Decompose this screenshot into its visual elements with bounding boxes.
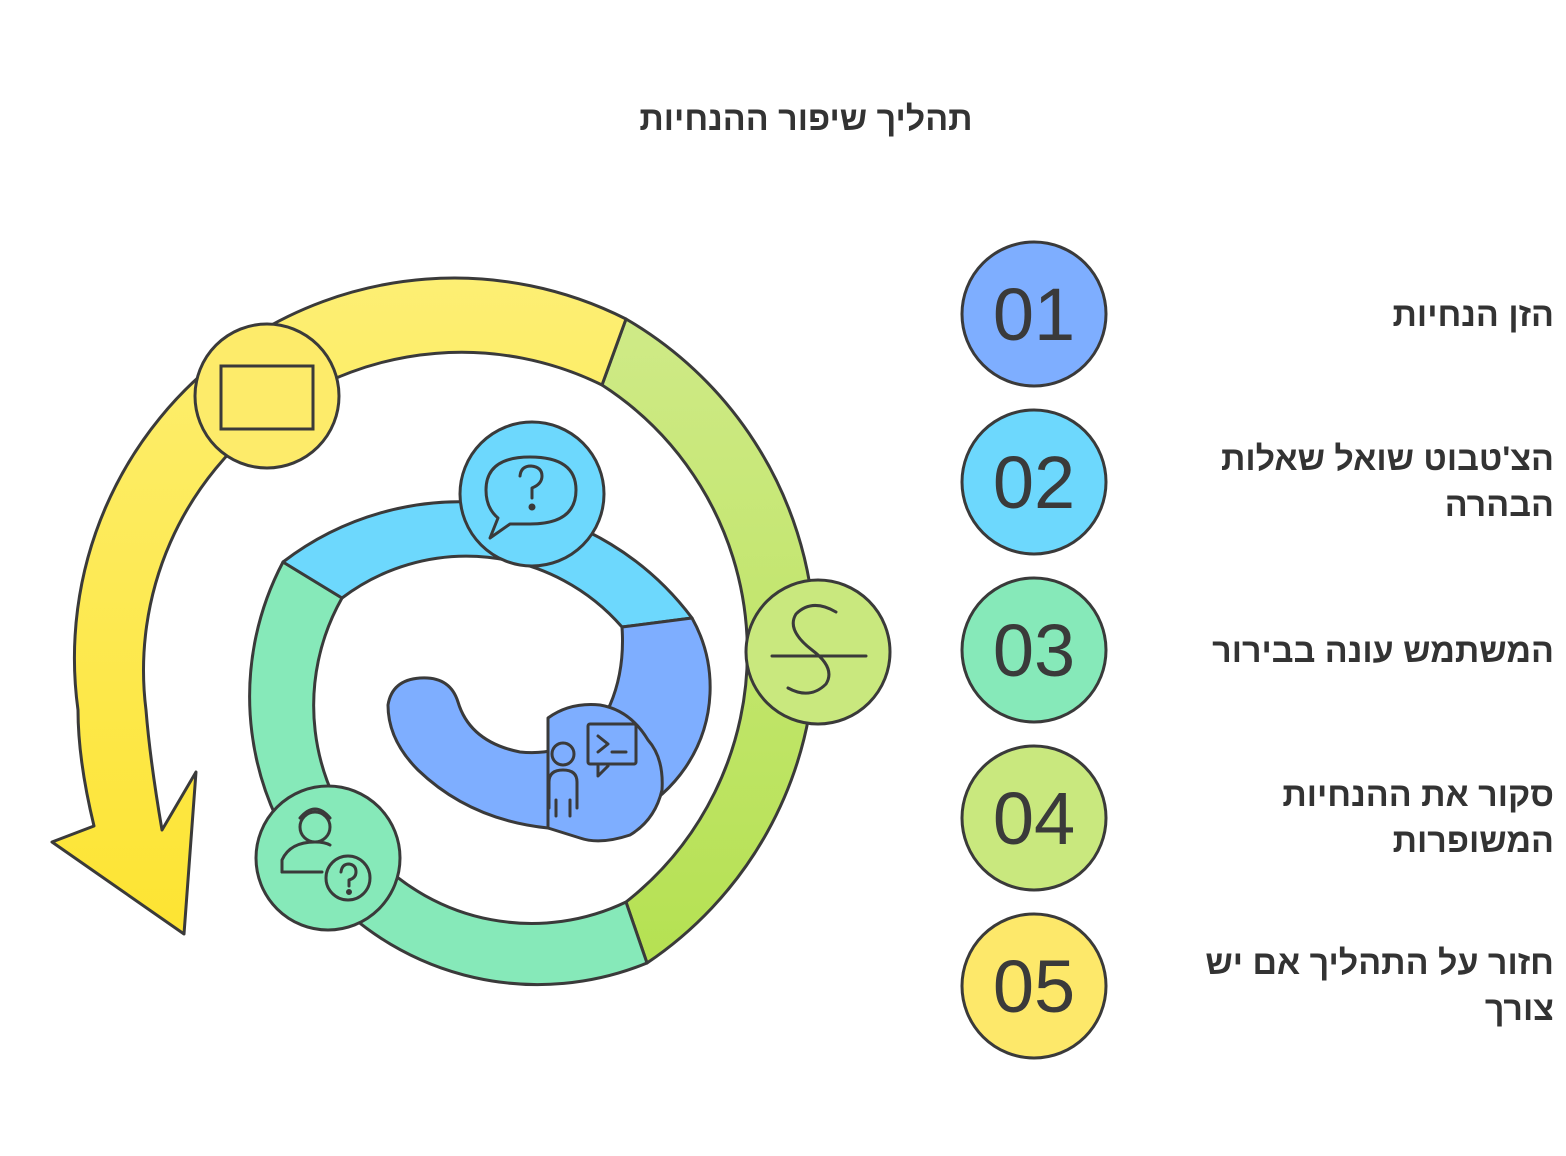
outer-arc-review xyxy=(600,317,817,965)
step-badge-02 xyxy=(960,408,1108,556)
step-number-02: 02 xyxy=(993,441,1075,524)
step-label-03: המשתמש עונה בבירור xyxy=(1212,632,1554,670)
step-badge-04 xyxy=(960,744,1108,892)
node-answer xyxy=(254,784,402,932)
step-number-04: 04 xyxy=(993,777,1075,860)
step-label-02: הצ'טבוט שואל שאלות הבהרה xyxy=(1220,440,1554,524)
question-bubble-icon xyxy=(484,455,578,540)
user-terminal-icon xyxy=(547,722,638,818)
diagram-title: תהליך שיפור ההנחיות xyxy=(639,100,973,138)
node-review xyxy=(744,578,892,726)
step-badge-01 xyxy=(960,240,1108,388)
rectangle-icon xyxy=(219,364,315,431)
step-number-03: 03 xyxy=(993,609,1075,692)
step-badges: 01 02 03 04 05 xyxy=(960,240,1108,1060)
step-label-05: חזור על התהליך אם יש צורך xyxy=(1205,944,1554,1028)
step-badge-05 xyxy=(960,912,1108,1060)
step-number-05: 05 xyxy=(993,945,1075,1028)
strikethrough-s-icon xyxy=(770,604,868,695)
step-label-01: הזן הנחיות xyxy=(1392,296,1554,334)
step-badge-03 xyxy=(960,576,1108,724)
step-label-04: סקור את ההנחיות המשופרות xyxy=(1282,776,1554,860)
node-repeat xyxy=(193,322,341,470)
user-question-icon xyxy=(280,807,372,902)
step-number-01: 01 xyxy=(993,273,1075,356)
